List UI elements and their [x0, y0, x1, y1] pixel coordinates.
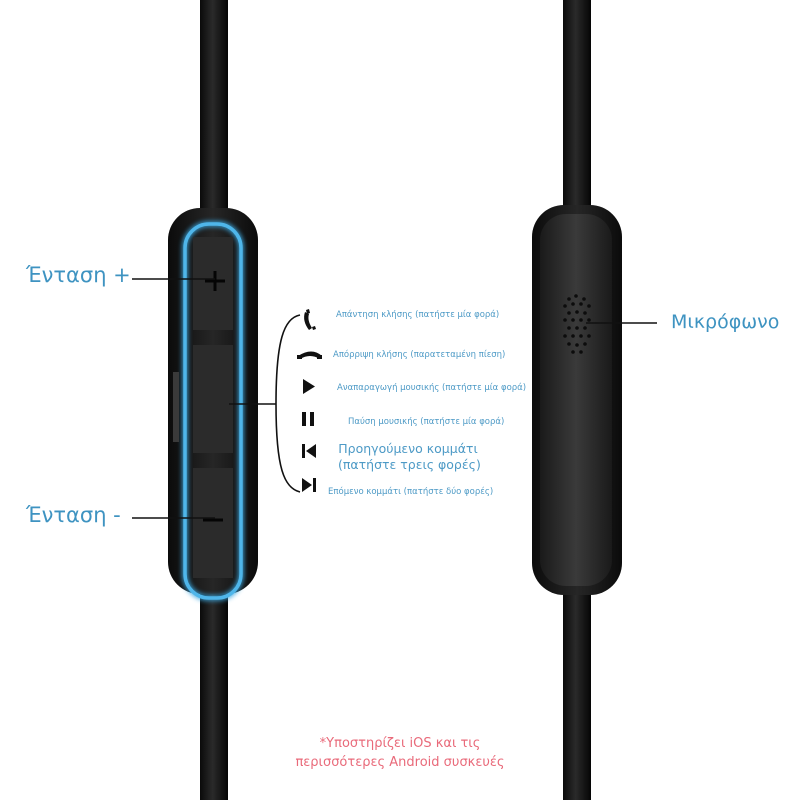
brand-imprint: [173, 372, 179, 442]
microphone-label: Μικρόφωνο: [671, 311, 780, 333]
previous-track-line2: (πατήστε τρεις φορές): [338, 457, 481, 472]
function-pause-music: Παύση μουσικής (πατήστε μία φορά): [348, 417, 505, 427]
left-cable: [200, 0, 228, 800]
multifunction-button[interactable]: [193, 345, 233, 453]
footnote-line1: *Υποστηρίζει iOS και τις: [319, 736, 481, 751]
next-track-icon: [302, 478, 316, 492]
volume-down-label: Ένταση -: [26, 503, 121, 527]
compatibility-note: *Υποστηρίζει iOS και τις περισσότερες An…: [250, 734, 550, 772]
plus-icon: [205, 271, 225, 291]
microphone-unit: [532, 205, 622, 595]
function-bracket: [275, 314, 301, 493]
function-answer-call: Απάντηση κλήσης (πατήστε μία φορά): [336, 310, 500, 320]
phone-answer-icon: [304, 309, 316, 330]
footnote-line2: περισσότερες Android συσκευές: [295, 755, 505, 770]
function-reject-call: Απόρριψη κλήσης (παρατεταμένη πίεση): [333, 350, 506, 360]
volume-down-button[interactable]: [193, 468, 233, 578]
microphone-holes-icon: [563, 294, 591, 354]
previous-track-line1: Προηγούμενο κομμάτι: [338, 441, 478, 456]
function-next-track: Επόμενο κομμάτι (πατήστε δύο φορές): [328, 487, 494, 497]
function-previous-track: Προηγούμενο κομμάτι (πατήστε τρεις φορές…: [338, 441, 481, 473]
volume-up-label: Ένταση +: [26, 263, 131, 287]
control-remote: [168, 208, 258, 601]
function-play-music: Αναπαραγωγή μουσικής (πατήστε μία φορά): [337, 383, 527, 393]
right-cable: [563, 0, 591, 800]
previous-track-icon: [302, 444, 316, 458]
pause-icon: [302, 412, 314, 426]
play-icon: [303, 379, 315, 394]
volume-up-button[interactable]: [193, 237, 233, 330]
phone-hangup-icon: [297, 351, 322, 359]
